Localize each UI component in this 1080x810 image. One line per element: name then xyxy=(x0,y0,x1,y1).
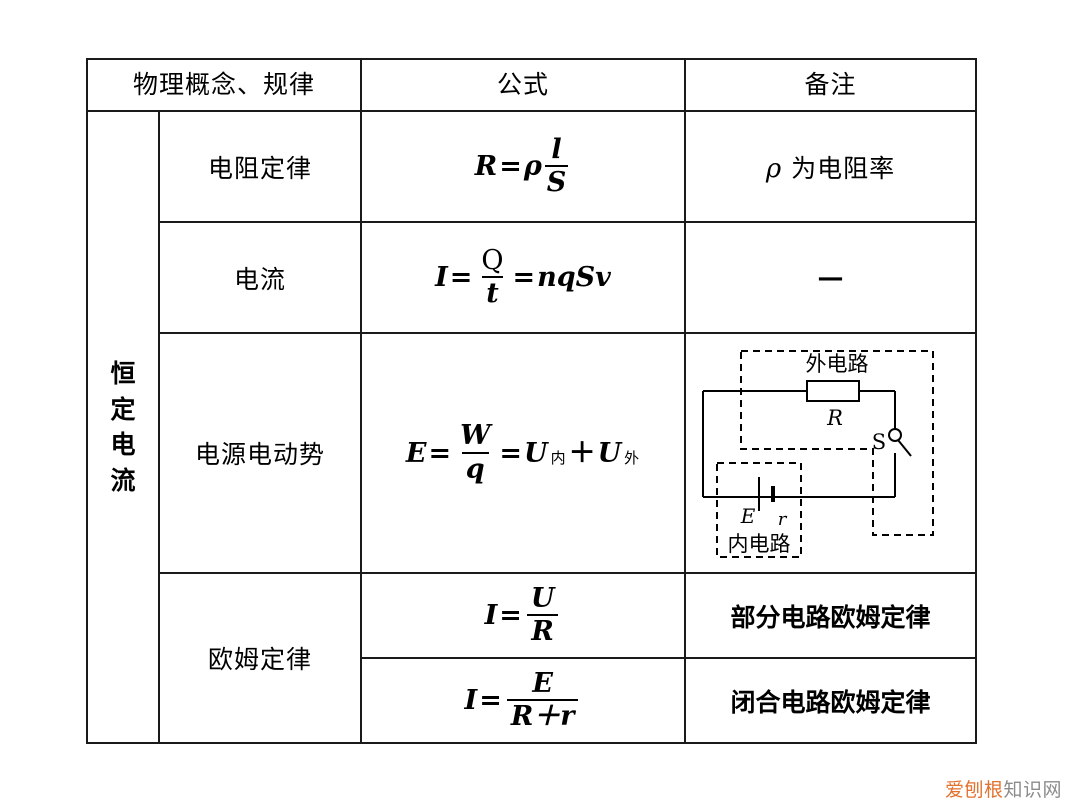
external-circuit-dashed-box xyxy=(739,350,934,536)
note-cell-ohms-law-closed: 闭合电路欧姆定律 xyxy=(684,657,978,744)
resistor-symbol xyxy=(805,380,860,402)
formula-subscript-external: 外 xyxy=(624,448,640,467)
formula-u-internal: U xyxy=(524,437,548,469)
formula-lhs: I xyxy=(464,685,478,716)
formula-rhs: nqSv xyxy=(537,262,611,293)
note-cell-ohms-law-partial: 部分电路欧姆定律 xyxy=(684,572,978,659)
external-circuit-label: 外电路 xyxy=(805,352,868,376)
formula-subscript-internal: 内 xyxy=(550,448,566,467)
header-label-concept: 物理概念、规律 xyxy=(133,70,316,100)
formula-fraction: Q t xyxy=(477,244,507,308)
formula-u-external: U xyxy=(597,437,622,469)
concept-name-resistance-law: 电阻定律 xyxy=(157,110,363,223)
concept-label: 欧姆定律 xyxy=(208,645,313,674)
internal-circuit-label: 内电路 xyxy=(727,532,790,556)
formula-plus: ＋ xyxy=(568,437,596,469)
formula-fraction: U R xyxy=(527,582,559,646)
formula-fraction: l S xyxy=(544,133,569,198)
formula-ohms-law-closed: I = E R＋r xyxy=(464,667,582,731)
note-dash: — xyxy=(817,262,844,293)
switch-label: S xyxy=(871,430,885,454)
formula-equals-1: = xyxy=(428,437,452,469)
group-label-constant-current: 恒定电流 xyxy=(110,359,136,495)
formula-cell-ohms-law-partial: I = U R xyxy=(360,572,687,659)
table-row-emf: 电源电动势 E = W q = U 内 ＋ U 外 xyxy=(87,332,978,574)
fraction-denominator: S xyxy=(544,165,569,198)
formula-lhs: I xyxy=(435,262,448,293)
physics-concept-table: 物理概念、规律 公式 备注 恒定电流 电阻定律 R = ρ xyxy=(85,58,978,744)
formula-rho: ρ xyxy=(523,151,542,182)
header-cell-formula: 公式 xyxy=(360,58,687,112)
header-label-formula: 公式 xyxy=(497,70,550,100)
formula-equals: = xyxy=(499,151,522,182)
fraction-numerator: Q xyxy=(481,244,504,276)
formula-equals-2: = xyxy=(499,437,523,469)
fraction-numerator: E xyxy=(532,667,553,699)
formula-emf: E = W q = U 内 ＋ U 外 xyxy=(406,422,640,483)
note-label: 为电阻率 xyxy=(791,153,896,183)
concept-label: 电流 xyxy=(234,264,287,294)
table-header-row: 物理概念、规律 公式 备注 xyxy=(85,58,978,112)
formula-cell-emf: E = W q = U 内 ＋ U 外 xyxy=(360,332,687,574)
table-row-ohms-law-partial: 欧姆定律 I = U R 部分电路欧姆定律 xyxy=(87,572,978,744)
header-cell-note: 备注 xyxy=(684,58,978,112)
watermark-brand-gray: 知识网 xyxy=(1003,779,1062,801)
concept-name-current: 电流 xyxy=(157,221,363,334)
note-label: 部分电路欧姆定律 xyxy=(730,602,931,632)
formula-current: I = Q t = nqSv xyxy=(435,244,611,308)
formula-cell-ohms-law-closed: I = E R＋r xyxy=(360,657,687,744)
watermark-brand-orange: 爱刨根 xyxy=(944,779,1004,801)
switch-pivot-node xyxy=(887,428,902,442)
table-row-current: 电流 I = Q t = nqSv — xyxy=(87,221,978,334)
concept-label: 电源电动势 xyxy=(195,440,326,469)
formula-resistance-law: R = ρ l S xyxy=(474,133,572,198)
watermark: 爱刨根知识网 xyxy=(945,775,1062,802)
note-symbol-rho: ρ xyxy=(765,153,783,184)
internal-resistance-label: r xyxy=(777,509,787,530)
formula-equals: = xyxy=(499,600,522,631)
formula-lhs: R xyxy=(474,151,498,182)
group-label-cell: 恒定电流 xyxy=(86,110,160,744)
formula-lhs: I xyxy=(484,600,498,631)
note-cell-emf-circuit: 外电路 R S E r 内电路 xyxy=(684,332,978,574)
fraction-numerator: U xyxy=(530,582,555,614)
note-cell-current: — xyxy=(684,221,978,334)
formula-equals-2: = xyxy=(512,262,536,293)
formula-equals: = xyxy=(479,685,502,716)
header-label-note: 备注 xyxy=(804,70,857,100)
formula-equals-1: = xyxy=(449,262,473,293)
fraction-numerator: l xyxy=(551,133,562,165)
note-resistance-law: ρ 为电阻率 xyxy=(765,153,896,184)
concept-name-ohms-law: 欧姆定律 xyxy=(157,572,363,744)
emf-label: E xyxy=(739,504,755,528)
fraction-denominator: R xyxy=(527,614,558,646)
internal-circuit-dashed-box xyxy=(715,462,802,558)
formula-fraction: E R＋r xyxy=(506,667,579,731)
fraction-denominator: q xyxy=(461,451,489,484)
concept-label: 电阻定律 xyxy=(208,153,313,183)
header-cell-concept: 物理概念、规律 xyxy=(85,58,363,112)
fraction-denominator: R＋r xyxy=(506,699,579,731)
circuit-diagram: 外电路 R S E r 内电路 xyxy=(701,350,934,558)
concept-name-emf: 电源电动势 xyxy=(157,332,363,574)
formula-fraction: W q xyxy=(456,422,494,483)
formula-lhs: E xyxy=(405,437,427,469)
switch-lever xyxy=(896,439,912,457)
note-label: 闭合电路欧姆定律 xyxy=(730,687,931,717)
fraction-denominator: t xyxy=(482,276,503,308)
table-row-resistance-law: 恒定电流 电阻定律 R = ρ l S ρ 为电阻率 xyxy=(86,110,978,744)
table-row-ohms-law-closed: I = E R＋r 闭合电路欧姆定律 xyxy=(87,657,978,744)
formula-ohms-law-partial: I = U R xyxy=(484,582,562,646)
fraction-numerator: W xyxy=(460,420,491,452)
formula-cell-current: I = Q t = nqSv xyxy=(360,221,687,334)
formula-cell-resistance-law: R = ρ l S xyxy=(360,110,687,223)
resistor-label: R xyxy=(826,406,843,430)
note-cell-resistance-law: ρ 为电阻率 xyxy=(684,110,978,223)
